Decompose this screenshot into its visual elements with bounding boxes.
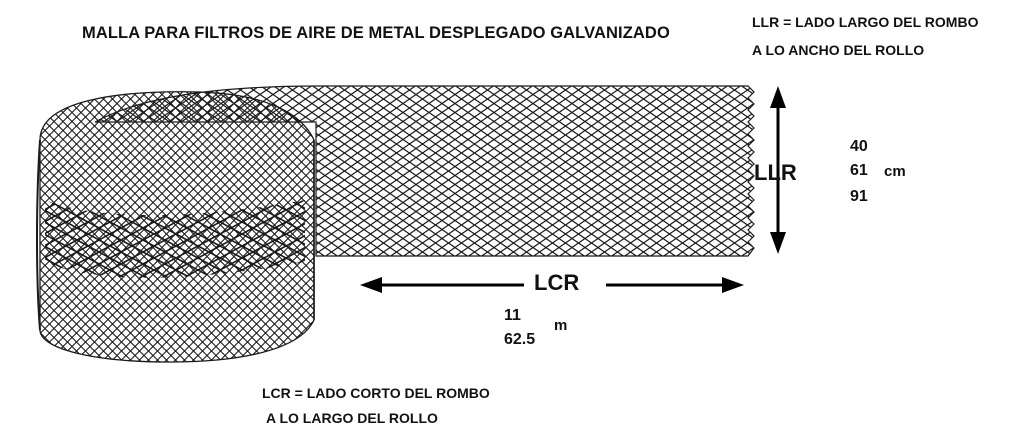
diagram-title: MALLA PARA FILTROS DE AIRE DE METAL DESP… [82, 24, 670, 42]
width-option-3: 91 [850, 188, 868, 205]
lcr-label: LCR [534, 270, 580, 295]
width-unit: cm [884, 163, 906, 180]
llr-definition-line-2: A LO ANCHO DEL ROLLO [752, 42, 925, 58]
llr-label: LLR [754, 160, 797, 185]
width-option-2: 61 [850, 162, 868, 179]
length-option-2: 62.5 [504, 331, 536, 348]
llr-dimension-arrow [770, 86, 786, 254]
length-option-1: 11 [504, 307, 521, 324]
lcr-dimension-arrow [360, 277, 744, 293]
lcr-definition-line-1: LCR = LADO CORTO DEL ROMBO [262, 385, 490, 401]
width-option-1: 40 [850, 138, 868, 155]
mesh-roll-inner-band [45, 200, 305, 278]
mesh-roll-left-edge [36, 139, 41, 331]
length-unit: m [554, 317, 568, 334]
llr-definition-line-1: LLR = LADO LARGO DEL ROMBO [752, 14, 979, 30]
lcr-definition-line-2: A LO LARGO DEL ROLLO [266, 410, 438, 426]
